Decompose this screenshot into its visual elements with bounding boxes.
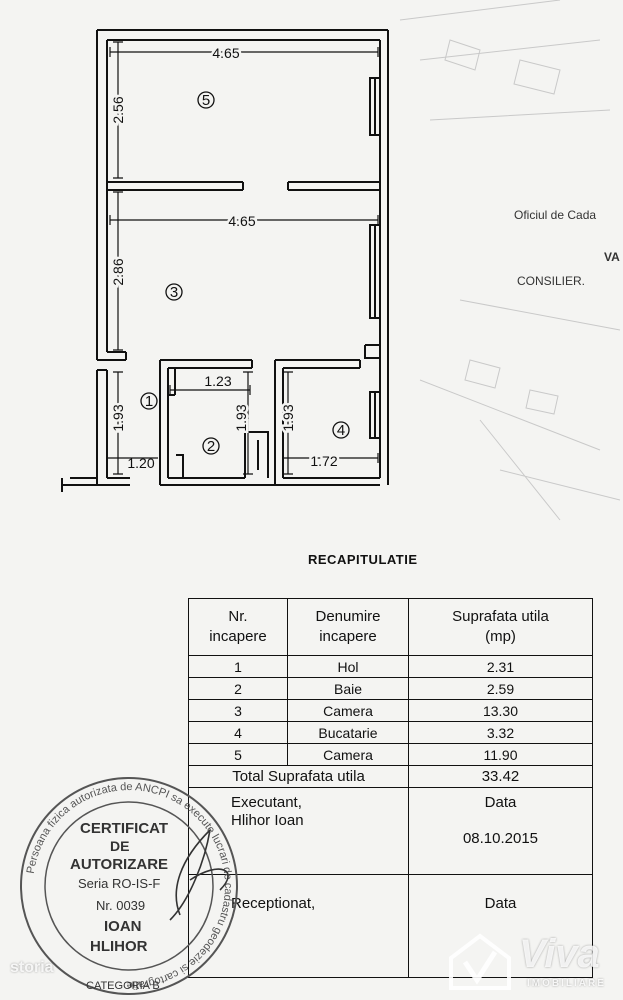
executant-row: Executant, Hlihor Ioan Data 08.10.2015 [188, 787, 593, 875]
dim-middle-width: 4.65 [228, 213, 255, 229]
row-nr: 4 [188, 721, 288, 744]
header-name: Denumire incapere [287, 598, 409, 656]
room-marker-3: 3 [165, 283, 183, 301]
floor-plan: 4.65 2.56 4.65 2.86 1.93 1.20 1.23 1.93 … [61, 0, 621, 521]
room-number-2: 2 [207, 438, 215, 455]
table-row: 4 Bucatarie 3.32 [188, 721, 593, 744]
room-marker-2: 2 [202, 437, 220, 455]
executant-name: Hlihor Ioan [231, 812, 304, 829]
walls [61, 29, 389, 492]
date-label: Data [484, 794, 517, 811]
row-nr: 2 [188, 677, 288, 700]
dim-top-width: 4.65 [212, 45, 239, 61]
total-value: 33.42 [408, 765, 593, 788]
row-name: Camera [287, 743, 409, 766]
room-marker-1: 1 [140, 392, 158, 410]
row-nr: 1 [188, 655, 288, 678]
house-icon [449, 933, 511, 990]
header-area: Suprafata utila (mp) [408, 598, 593, 656]
dim-kitchen-height: 1.93 [280, 404, 296, 431]
room-number-3: 3 [170, 284, 178, 301]
stamp-line3: AUTORIZARE [70, 856, 169, 873]
row-area: 3.32 [408, 721, 593, 744]
row-area: 13.30 [408, 699, 593, 722]
row-area: 2.31 [408, 655, 593, 678]
certificate-stamp: Persoana fizica autorizata de ANCPI sa e… [20, 777, 238, 995]
row-name: Baie [287, 677, 409, 700]
header-area-line1: Suprafata utila [452, 608, 549, 625]
stamp-line6: IOAN [104, 918, 142, 935]
stamp-line2: DE [110, 838, 130, 854]
row-area: 11.90 [408, 743, 593, 766]
stamp-line5: Nr. 0039 [96, 898, 146, 913]
stamp-category: CATEGORIA B [86, 980, 160, 992]
room-number-5: 5 [202, 92, 210, 109]
room-number-4: 4 [337, 422, 345, 439]
viva-sub-text: IMOBILIARE [527, 978, 606, 989]
row-name: Hol [287, 655, 409, 678]
dim-top-height: 2.56 [110, 96, 126, 123]
header-nr: Nr. incapere [188, 598, 288, 656]
table-header-row: Nr. incapere Denumire incapere Suprafata… [188, 598, 593, 656]
background-sketch [399, 0, 621, 521]
dimension-lines [107, 41, 379, 475]
table-row: 5 Camera 11.90 [188, 743, 593, 766]
dim-middle-height: 2.86 [110, 258, 126, 285]
header-nr-line2: incapere [209, 628, 267, 645]
header-name-line1: Denumire [315, 608, 381, 625]
room-marker-4: 4 [332, 421, 350, 439]
stamp-line1: CERTIFICAT [80, 820, 169, 837]
row-nr: 3 [188, 699, 288, 722]
header-name-line2: incapere [319, 628, 377, 645]
viva-brand-text: Viva [519, 932, 600, 976]
table-row: 1 Hol 2.31 [188, 655, 593, 678]
received-label: Receptionat, [188, 874, 409, 978]
table-row: 2 Baie 2.59 [188, 677, 593, 700]
room-marker-5: 5 [197, 91, 215, 109]
dimension-labels: 4.65 2.56 4.65 2.86 1.93 1.20 1.23 1.93 … [108, 43, 341, 472]
row-name: Bucatarie [287, 721, 409, 744]
executant-label: Executant, [231, 794, 302, 811]
row-area: 2.59 [408, 677, 593, 700]
signature [169, 829, 229, 921]
date-value: 08.10.2015 [462, 830, 539, 847]
dim-kitchen-width: 1.72 [310, 453, 337, 469]
dim-hall-width: 1.20 [127, 455, 154, 471]
recap-title: RECAPITULATIE [308, 552, 418, 567]
office-stamp-line1: Oficiul de Cada [514, 208, 597, 222]
office-stamp-line3: CONSILIER. [517, 274, 586, 288]
executant-date-cell: Data 08.10.2015 [408, 787, 593, 875]
dim-hall-height: 1.93 [110, 404, 126, 431]
dim-bath-width: 1.23 [204, 373, 231, 389]
viva-logo: Viva IMOBILIARE [445, 928, 620, 996]
office-stamp-line2: VA [604, 250, 620, 264]
header-nr-line1: Nr. [228, 608, 248, 625]
stamp-line7: HLIHOR [90, 938, 148, 955]
dim-bath-height: 1.93 [233, 404, 249, 431]
storia-watermark: storia [10, 959, 54, 976]
row-nr: 5 [188, 743, 288, 766]
header-area-line2: (mp) [485, 628, 516, 645]
received-date-label: Data [408, 874, 593, 978]
room-number-1: 1 [145, 393, 153, 410]
row-name: Camera [287, 699, 409, 722]
stamp-line4: Seria RO-IS-F [78, 876, 161, 891]
table-row: 3 Camera 13.30 [188, 699, 593, 722]
room-markers: 5 3 1 2 4 [140, 91, 350, 455]
received-row: Receptionat, Data [188, 874, 593, 978]
recap-table: Nr. incapere Denumire incapere Suprafata… [188, 598, 593, 978]
total-row: Total Suprafata utila 33.42 [188, 765, 593, 788]
